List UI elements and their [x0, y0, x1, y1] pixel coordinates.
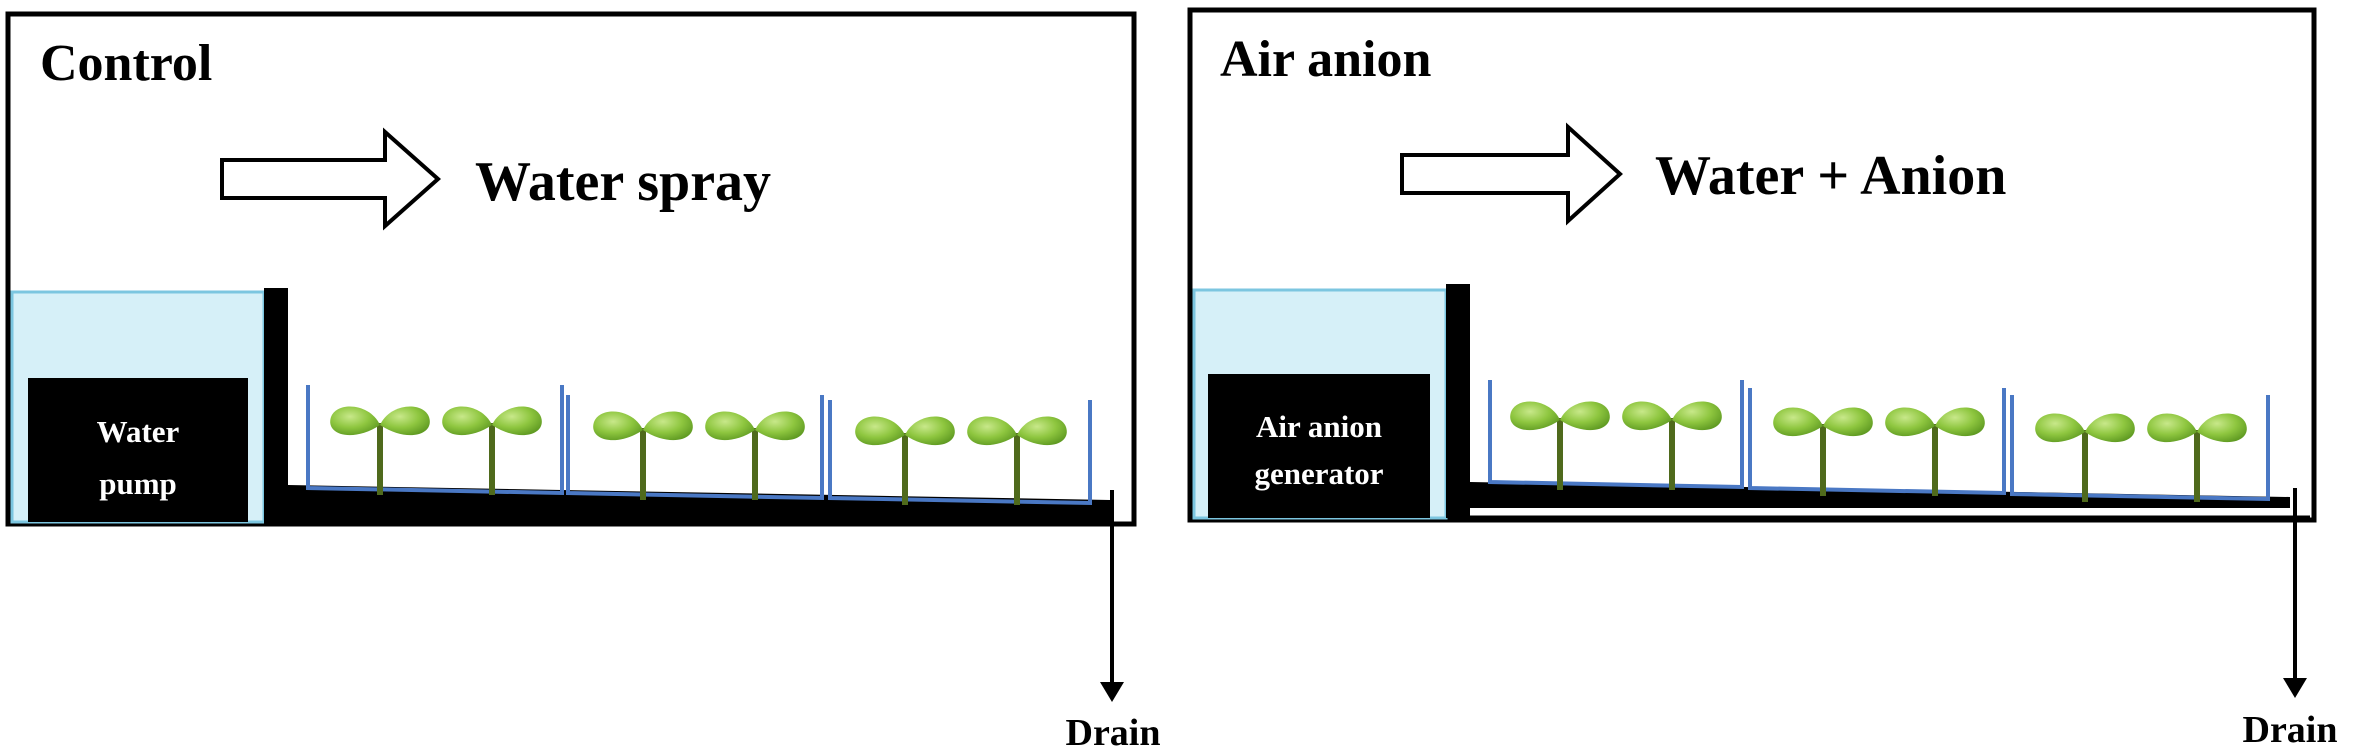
- air-anion-generator: [1208, 374, 1430, 518]
- seedling-icon: [855, 416, 955, 505]
- air-anion-title: Air anion: [1220, 31, 1432, 88]
- seedling-icon: [442, 406, 542, 495]
- control-tray-2: [566, 395, 824, 501]
- control-drain-arrow: [1100, 490, 1124, 702]
- air-anion-divider-wall: [1446, 284, 1470, 518]
- seedling-icon: [330, 406, 430, 495]
- air-anion-device-label-line1: Air anion: [1256, 409, 1382, 444]
- air-anion-drain-label: Drain: [2243, 709, 2338, 751]
- seedling-icon: [1773, 407, 1873, 496]
- seedling-icon: [2035, 413, 2135, 502]
- seedling-icon: [1510, 401, 1610, 490]
- air-anion-flow-label: Water + Anion: [1655, 145, 2006, 207]
- seedling-icon: [705, 411, 805, 500]
- air-anion-device-label-line2: generator: [1254, 456, 1383, 491]
- air-anion-panel: Air anion Water + Anion Air anion genera…: [1187, 7, 2338, 751]
- air-anion-drain-arrow: [2283, 488, 2307, 698]
- control-flow-arrow: [220, 127, 442, 231]
- control-panel: Control Water spray Water pump: [5, 11, 1161, 753]
- seedling-icon: [967, 416, 1067, 505]
- air-anion-flow-arrow: [1400, 122, 1623, 226]
- control-panel-frame: [5, 11, 1137, 527]
- air-anion-tray-3: [2010, 395, 2270, 502]
- air-anion-trays: [1488, 380, 2270, 502]
- air-anion-panel-frame: [1187, 7, 2317, 523]
- seedling-icon: [2147, 413, 2247, 502]
- control-device-label-line2: pump: [99, 466, 177, 501]
- control-title: Control: [40, 35, 212, 92]
- control-drain-label: Drain: [1066, 712, 1161, 753]
- control-tray-3: [828, 400, 1092, 506]
- control-device-label-line1: Water: [97, 414, 180, 449]
- seedling-icon: [593, 411, 693, 500]
- air-anion-tray-1: [1488, 380, 1744, 490]
- seedling-icon: [1885, 407, 1985, 496]
- control-trays: [306, 385, 1092, 506]
- control-flow-label: Water spray: [475, 151, 771, 213]
- air-anion-tray-2: [1748, 388, 2006, 496]
- control-tray-1: [306, 385, 564, 496]
- seedling-icon: [1622, 401, 1722, 490]
- control-water-pump: [28, 378, 248, 522]
- control-divider-wall: [264, 288, 288, 524]
